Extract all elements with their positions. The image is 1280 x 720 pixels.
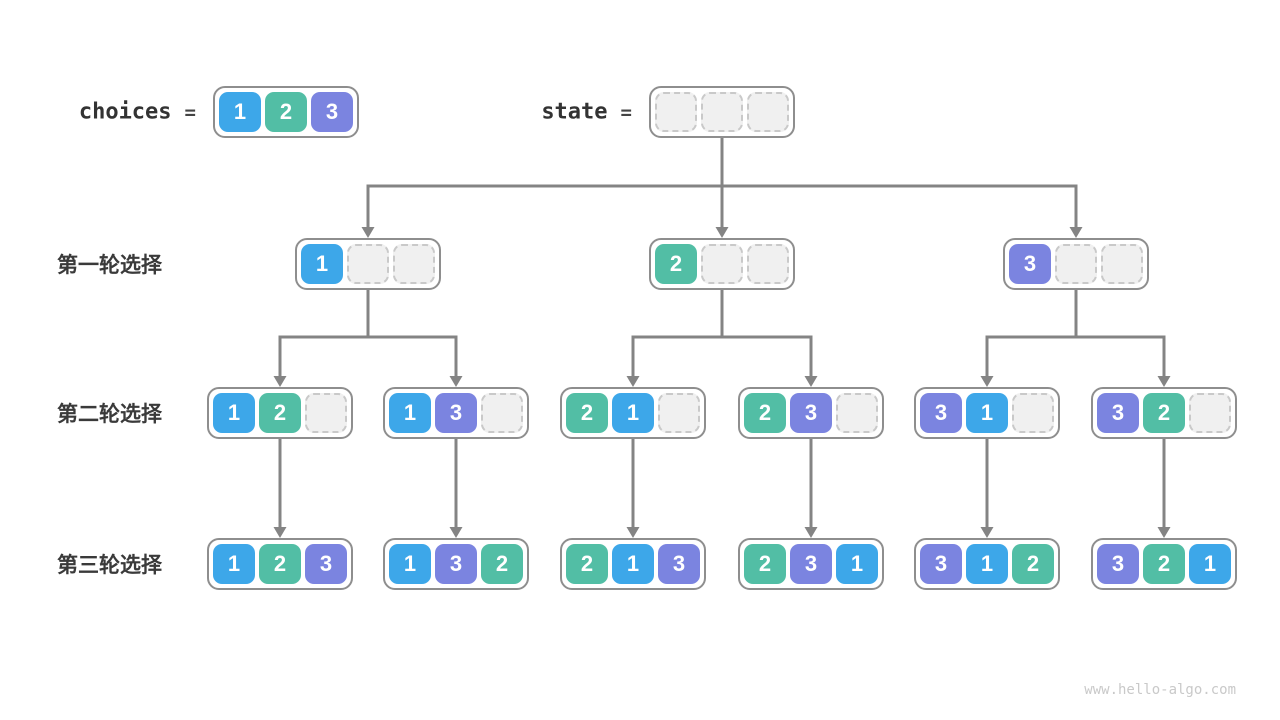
empty-cell	[701, 244, 743, 284]
value-cell-2: 2	[744, 544, 786, 584]
empty-cell	[347, 244, 389, 284]
round-3-label: 第三轮选择	[57, 554, 162, 577]
arrowhead-icon	[626, 527, 640, 538]
empty-cell	[1101, 244, 1143, 284]
value-cell-1: 1	[1189, 544, 1231, 584]
value-cell-2: 2	[1012, 544, 1054, 584]
value-cell-1: 1	[213, 393, 255, 433]
value-cell-2: 2	[265, 92, 307, 132]
value-cell-1: 1	[389, 544, 431, 584]
equals-sign: =	[620, 101, 632, 123]
value-cell-3: 3	[790, 544, 832, 584]
empty-cell	[393, 244, 435, 284]
value-cell-3: 3	[920, 393, 962, 433]
round-1-label: 第一轮选择	[57, 254, 162, 277]
value-cell-2: 2	[1143, 544, 1185, 584]
choices-label: choices	[78, 99, 172, 125]
value-cell-3: 3	[658, 544, 700, 584]
value-cell-3: 3	[1097, 544, 1139, 584]
arrowhead-icon	[361, 227, 375, 238]
empty-cell	[747, 92, 789, 132]
value-cell-3: 3	[920, 544, 962, 584]
value-cell-1: 1	[966, 544, 1008, 584]
empty-cell	[655, 92, 697, 132]
arrowhead-icon	[626, 376, 640, 387]
value-cell-2: 2	[655, 244, 697, 284]
state-array-round1-2: 2	[649, 238, 795, 290]
state-array-round1-3: 3	[1003, 238, 1149, 290]
state-label: state	[541, 99, 608, 125]
empty-cell	[1189, 393, 1231, 433]
value-cell-1: 1	[219, 92, 261, 132]
empty-cell	[481, 393, 523, 433]
value-cell-1: 1	[836, 544, 878, 584]
equals-sign: =	[184, 101, 196, 123]
value-cell-3: 3	[1009, 244, 1051, 284]
empty-cell	[305, 393, 347, 433]
value-cell-1: 1	[966, 393, 1008, 433]
arrowhead-icon	[449, 527, 463, 538]
empty-cell	[701, 92, 743, 132]
value-cell-1: 1	[301, 244, 343, 284]
arrowhead-icon	[1157, 376, 1171, 387]
value-cell-2: 2	[566, 544, 608, 584]
choices-definition: choices =	[79, 100, 196, 125]
arrowhead-icon	[804, 527, 818, 538]
arrowhead-icon	[715, 227, 729, 238]
arrowhead-icon	[1069, 227, 1083, 238]
state-array-round1-1: 1	[295, 238, 441, 290]
value-cell-2: 2	[744, 393, 786, 433]
value-cell-2: 2	[566, 393, 608, 433]
arrowhead-icon	[273, 527, 287, 538]
state-definition: state =	[541, 100, 632, 125]
value-cell-3: 3	[305, 544, 347, 584]
connector-lines	[278, 136, 1166, 529]
state-array	[649, 86, 795, 138]
empty-cell	[747, 244, 789, 284]
value-cell-1: 1	[389, 393, 431, 433]
value-cell-2: 2	[481, 544, 523, 584]
value-cell-3: 3	[1097, 393, 1139, 433]
arrowhead-icon	[1157, 527, 1171, 538]
empty-cell	[1055, 244, 1097, 284]
value-cell-3: 3	[435, 544, 477, 584]
arrowhead-icon	[449, 376, 463, 387]
round-2-label: 第二轮选择	[57, 403, 162, 426]
value-cell-3: 3	[311, 92, 353, 132]
value-cell-1: 1	[213, 544, 255, 584]
value-cell-1: 1	[612, 544, 654, 584]
value-cell-1: 1	[612, 393, 654, 433]
watermark: www.hello-algo.com	[1084, 682, 1236, 698]
value-cell-3: 3	[790, 393, 832, 433]
empty-cell	[658, 393, 700, 433]
empty-cell	[1012, 393, 1054, 433]
value-cell-3: 3	[435, 393, 477, 433]
arrowhead-icon	[273, 376, 287, 387]
arrowhead-icon	[980, 527, 994, 538]
empty-cell	[836, 393, 878, 433]
value-cell-2: 2	[1143, 393, 1185, 433]
value-cell-2: 2	[259, 544, 301, 584]
value-cell-2: 2	[259, 393, 301, 433]
arrowhead-icon	[804, 376, 818, 387]
arrowhead-icon	[980, 376, 994, 387]
